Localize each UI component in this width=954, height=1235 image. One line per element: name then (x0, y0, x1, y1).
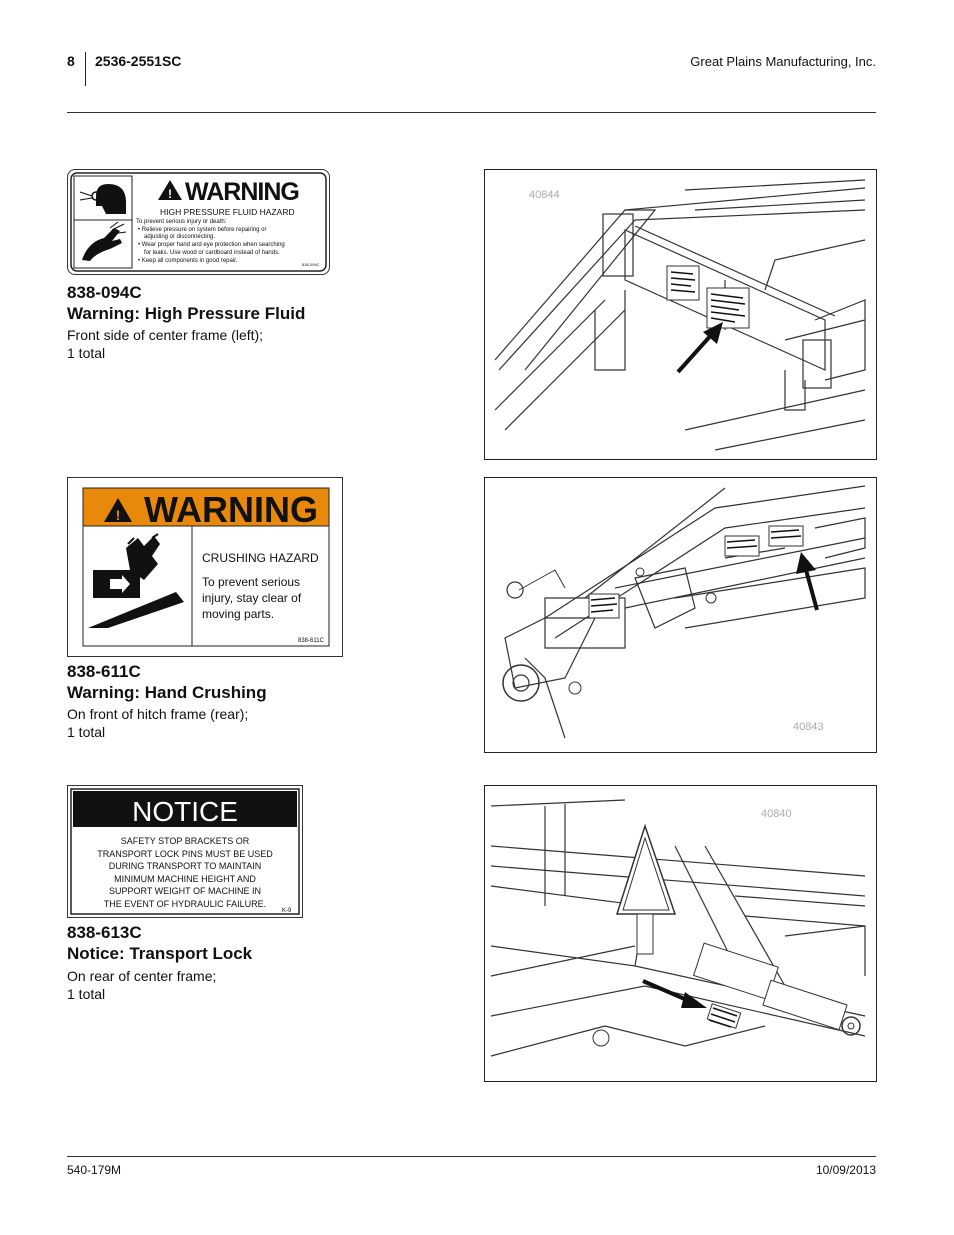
part-number: 838-611C (67, 662, 141, 681)
decal-line: adjusting or disconnecting. (144, 234, 215, 240)
part-location: On front of hitch frame (rear); (67, 706, 249, 722)
center-frame-illustration: 40840 (490, 799, 866, 1057)
svg-text:!: ! (168, 187, 172, 201)
hitch-illustration: 40843 (502, 485, 866, 739)
part-title: Notice: Transport Lock (67, 944, 253, 963)
figure-center-frame-rear: 40840 (484, 785, 877, 1082)
company-name: Great Plains Manufacturing, Inc. (690, 54, 876, 69)
decal-line: injury, stay clear of (202, 591, 302, 605)
page-number: 8 (67, 53, 75, 69)
decal-line: To prevent serious (202, 575, 300, 589)
doc-number: 540-179M (67, 1163, 122, 1177)
header-rule (67, 112, 876, 113)
decal-line: SUPPORT WEIGHT OF MACHINE IN (109, 886, 261, 896)
part-quantity: 1 total (67, 986, 106, 1002)
figure-hitch-frame: 40843 (484, 477, 877, 753)
decal-graphic: ! WARNING CRUSHING HAZARD To prevent ser… (82, 487, 330, 647)
decal-line: TRANSPORT LOCK PINS MUST BE USED (97, 849, 273, 859)
decal-line: • Keep all components in good repair. (138, 258, 238, 264)
decal-code: K-9 (282, 908, 292, 914)
decal-hazard: HIGH PRESSURE FLUID HAZARD (160, 207, 295, 217)
decal-heading: WARNING (144, 489, 318, 530)
decal-line: • Relieve pressure on system before repa… (138, 227, 267, 233)
part-quantity: 1 total (67, 345, 106, 361)
figure-center-frame-left: 40844 (484, 169, 877, 460)
decal-line: THE EVENT OF HYDRAULIC FAILURE. (104, 899, 266, 909)
part-number: 838-094C (67, 283, 142, 302)
svg-text:!: ! (116, 507, 121, 523)
decal-line: To prevent serious injury or death: (136, 219, 227, 225)
figure-number: 40840 (761, 808, 792, 820)
decal-line: SAFETY STOP BRACKETS OR (121, 836, 250, 846)
decal-heading: WARNING (185, 178, 299, 206)
decal-transport-lock-notice: NOTICE SAFETY STOP BRACKETS OR TRANSPORT… (67, 785, 303, 918)
part-quantity: 1 total (67, 724, 106, 740)
decal-hazard: CRUSHING HAZARD (202, 551, 319, 565)
decal-code: 838-611C (298, 638, 325, 644)
decal-hand-crushing: ! WARNING CRUSHING HAZARD To prevent ser… (67, 477, 343, 657)
part-title: Warning: High Pressure Fluid (67, 304, 306, 323)
model-number: 2536-2551SC (95, 53, 182, 69)
decal-line: for leaks. Use wood or cardboard instead… (144, 250, 280, 256)
part-location: Front side of center frame (left); (67, 327, 264, 343)
decal-high-pressure-fluid: ! WARNING HIGH PRESSURE FLUID HAZARD To … (67, 169, 330, 275)
frame-illustration: 40844 (494, 179, 866, 451)
decal-code: 838-094C (302, 262, 320, 267)
decal-heading: NOTICE (132, 796, 238, 827)
decal-line: MINIMUM MACHINE HEIGHT AND (114, 874, 256, 884)
footer-rule (67, 1156, 876, 1157)
part-location: On rear of center frame; (67, 968, 217, 984)
decal-line: • Wear proper hand and eye protection wh… (138, 242, 285, 248)
part-number: 838-613C (67, 923, 142, 942)
decal-line: moving parts. (202, 607, 274, 621)
figure-number: 40844 (529, 189, 560, 201)
decal-graphic: NOTICE SAFETY STOP BRACKETS OR TRANSPORT… (70, 788, 300, 915)
decal-line: DURING TRANSPORT TO MAINTAIN (109, 861, 262, 871)
decal-graphic: ! WARNING HIGH PRESSURE FLUID HAZARD To … (70, 172, 327, 272)
figure-number: 40843 (793, 721, 824, 733)
header-divider (85, 52, 86, 86)
part-title: Warning: Hand Crushing (67, 683, 267, 702)
doc-date: 10/09/2013 (815, 1163, 876, 1177)
